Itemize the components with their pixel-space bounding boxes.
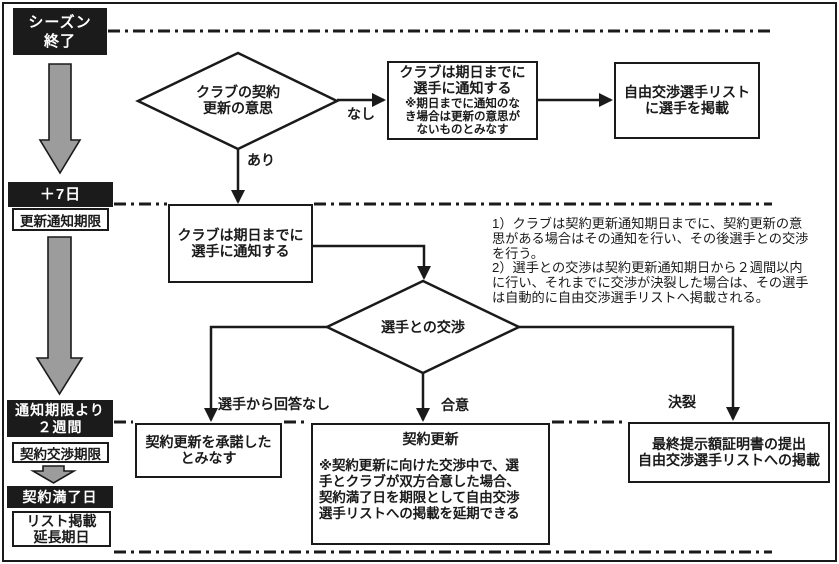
- side-note-line3: を行う。: [492, 245, 544, 261]
- process-club-notify-deadline: クラブは期日までに 選手に通知する: [168, 204, 313, 283]
- notify-top-note-line1: ※期日までに通知のな: [405, 98, 520, 110]
- process-deemed-acceptance: 契約更新を承諾した とみなす: [135, 423, 282, 478]
- side-note-line4: 2）選手との交渉は契約更新通知期日から２週間以内: [492, 260, 803, 276]
- renewal-note-line4: 選手リストへの掲載を延期できる: [319, 506, 520, 522]
- edge-label-none: なし: [347, 106, 375, 122]
- milestone-season-end-line2: 終了: [43, 32, 76, 50]
- notify-mid-line2: 選手に通知する: [191, 242, 290, 259]
- milestone-plus7days: ＋7日: [8, 182, 113, 207]
- renewal-notice-deadline-text: 更新通知期限: [20, 213, 101, 229]
- edge-label-breakdown: 決裂: [668, 394, 696, 410]
- final-offer-line2: 自由交渉選手リストへの掲載: [638, 451, 820, 468]
- notify-top-note-line2: き場合は更新の意思が: [405, 110, 520, 123]
- decision-player-negotiation-label: 選手との交渉: [381, 319, 465, 335]
- timeline-arrow-1: [38, 63, 82, 175]
- milestone-contract-expiry: 契約満了日: [7, 486, 113, 508]
- contract-renewal-title: 契約更新: [402, 431, 459, 447]
- label-list-extension-date: リスト掲載 延長期日: [12, 511, 111, 547]
- side-note-line2: 思がある場合はその通知を行い、その後選手との交渉: [492, 230, 809, 246]
- decision-player-negotiation-shape: [324, 279, 522, 375]
- milestone-two-weeks-line1: 通知期限より: [15, 401, 105, 418]
- edge-label-agree: 合意: [441, 397, 469, 413]
- decision-club-renewal-intent-shape: [135, 51, 340, 151]
- notify-top-line1: クラブは期日までに: [399, 64, 526, 80]
- side-note-line6: は自動的に自由交渉選手リストへ掲載される。: [492, 289, 769, 305]
- timeline-arrow-2: [35, 236, 84, 396]
- side-note-line1: 1）クラブは契約更新通知期日までに、契約更新の意: [492, 216, 803, 231]
- milestone-two-weeks: 通知期限より ２週間: [7, 400, 113, 437]
- edge-to-negotiation: [313, 244, 431, 280]
- list-extension-line1: リスト掲載: [26, 513, 97, 529]
- list-extension-line2: 延長期日: [33, 529, 90, 545]
- renewal-note-line1: ※契約更新に向けた交渉中で、選: [319, 457, 519, 473]
- side-notes: 1）クラブは契約更新通知期日までに、契約更新の意 思がある場合はその通知を行い、…: [492, 216, 836, 306]
- edge-label-no-reply: 選手から回答なし: [218, 396, 330, 412]
- process-club-notify-deadline-top: クラブは期日までに 選手に通知する ※期日までに通知のな き場合は更新の意思が …: [387, 61, 538, 140]
- final-offer-line1: 最終提示額証明書の提出: [652, 436, 806, 452]
- process-final-offer-certificate: 最終提示額証明書の提出 自由交渉選手リストへの掲載: [628, 422, 830, 483]
- decision-club-renewal-intent: クラブの契約 更新の意思: [158, 84, 318, 116]
- milestone-two-weeks-line2: ２週間: [37, 418, 83, 435]
- renewal-note-line2: 手とクラブが双方合意した場合、: [319, 473, 520, 489]
- timeline-arrow-3: [30, 465, 77, 484]
- notify-top-note-line3: ないものとみなす: [416, 123, 509, 136]
- label-contract-negotiation-deadline: 契約交渉期限: [12, 442, 109, 463]
- decision-club-intent-line2: 更新の意思: [203, 99, 273, 116]
- process-free-negotiation-list: 自由交渉選手リスト に選手を掲載: [614, 62, 760, 139]
- deemed-accept-line1: 契約更新を承諾した: [145, 434, 272, 450]
- label-renewal-notice-deadline: 更新通知期限: [12, 208, 109, 231]
- edge-no-reply: [204, 325, 327, 422]
- edge-label-yes: あり: [247, 152, 275, 168]
- side-note-line5: に行い、それまでに交渉が決裂した場合は、その選手: [492, 275, 809, 291]
- renewal-note-line3: 契約満了日を期限として自由交渉: [319, 489, 520, 505]
- free-list-line1: 自由交渉選手リスト: [624, 84, 750, 100]
- milestone-plus7days-label: ＋7日: [39, 186, 82, 203]
- milestone-contract-expiry-label: 契約満了日: [22, 489, 98, 505]
- milestone-season-end: シーズン 終了: [13, 8, 107, 55]
- process-contract-renewal: 契約更新 ※契約更新に向けた交渉中で、選 手とクラブが双方合意した場合、 契約満…: [311, 423, 550, 545]
- contract-negotiation-deadline-text: 契約交渉期限: [20, 446, 101, 462]
- edge-breakdown: [519, 325, 740, 421]
- free-list-line2: に選手を掲載: [645, 99, 729, 116]
- notify-top-line2: 選手に通知する: [413, 79, 512, 96]
- decision-player-negotiation: 選手との交渉: [343, 319, 503, 336]
- decision-club-intent-line1: クラブの契約: [196, 84, 280, 100]
- notify-mid-line1: クラブは期日までに: [177, 227, 304, 243]
- deemed-accept-line2: とみなす: [180, 449, 237, 466]
- milestone-season-end-line1: シーズン: [28, 13, 92, 31]
